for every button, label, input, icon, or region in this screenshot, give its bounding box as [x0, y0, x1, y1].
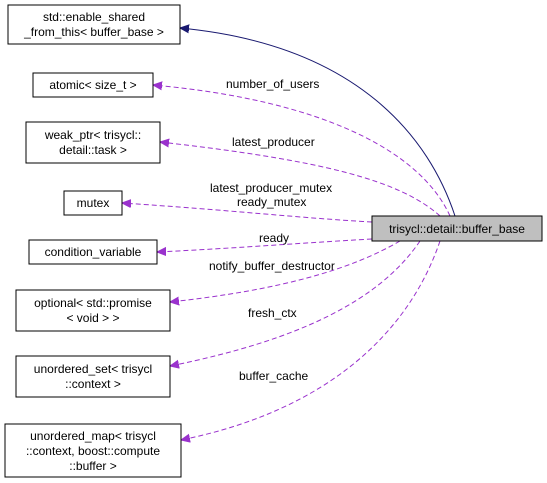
edge-label-latest-producer: latest_producer: [232, 135, 315, 149]
node-mutex[interactable]: mutex: [63, 190, 123, 216]
edge-label-latest-producer-mutex: latest_producer_mutex: [210, 181, 332, 195]
node-label-focus: trisycl::detail::buffer_base: [389, 222, 525, 236]
node-label: ::context >: [65, 377, 121, 391]
node-label: ::context, boost::compute: [26, 444, 160, 458]
node-label: unordered_map< trisycl: [30, 429, 156, 443]
edge-latest-producer: [160, 142, 441, 217]
node-label: unordered_set< trisycl: [34, 362, 152, 376]
node-atomic[interactable]: atomic< size_t >: [32, 72, 154, 98]
edge-label-fresh-ctx: fresh_ctx: [248, 306, 297, 320]
node-label: condition_variable: [45, 245, 142, 259]
edge-label-ready-mutex: ready_mutex: [237, 195, 306, 209]
edge-mutex: [122, 203, 373, 223]
node-condition-variable[interactable]: condition_variable: [28, 239, 158, 265]
node-label: atomic< size_t >: [49, 78, 136, 92]
inheritance-edge: [180, 28, 456, 217]
edge-label-ready: ready: [259, 231, 289, 245]
node-label: ::buffer >: [69, 459, 116, 473]
edge-notify-buffer-destructor: [170, 240, 401, 302]
node-optional[interactable]: optional< std::promise < void > >: [15, 289, 171, 332]
node-label: detail::task >: [59, 143, 127, 157]
node-label: std::enable_shared: [43, 10, 145, 24]
node-buffer-base[interactable]: trisycl::detail::buffer_base: [371, 215, 543, 242]
edge-ready: [157, 238, 373, 252]
node-label: mutex: [77, 196, 110, 210]
edge-fresh-ctx: [170, 240, 421, 366]
node-weak-ptr[interactable]: weak_ptr< trisycl:: detail::task >: [25, 121, 161, 164]
node-label: optional< std::promise: [34, 296, 152, 310]
edge-label-number-of-users: number_of_users: [226, 77, 319, 91]
edge-label-notify-buffer-destructor: notify_buffer_destructor: [209, 259, 335, 273]
node-label: weak_ptr< trisycl::: [44, 128, 141, 142]
node-unordered-set[interactable]: unordered_set< trisycl ::context >: [15, 355, 171, 398]
node-label: _from_this< buffer_base >: [23, 25, 164, 39]
edge-number-of-users: [153, 85, 451, 217]
node-enable-shared-from-this[interactable]: std::enable_shared _from_this< buffer_ba…: [7, 4, 181, 45]
node-unordered-map[interactable]: unordered_map< trisycl ::context, boost:…: [4, 423, 182, 478]
edge-label-buffer-cache: buffer_cache: [239, 369, 308, 383]
node-label: < void > >: [66, 311, 119, 325]
